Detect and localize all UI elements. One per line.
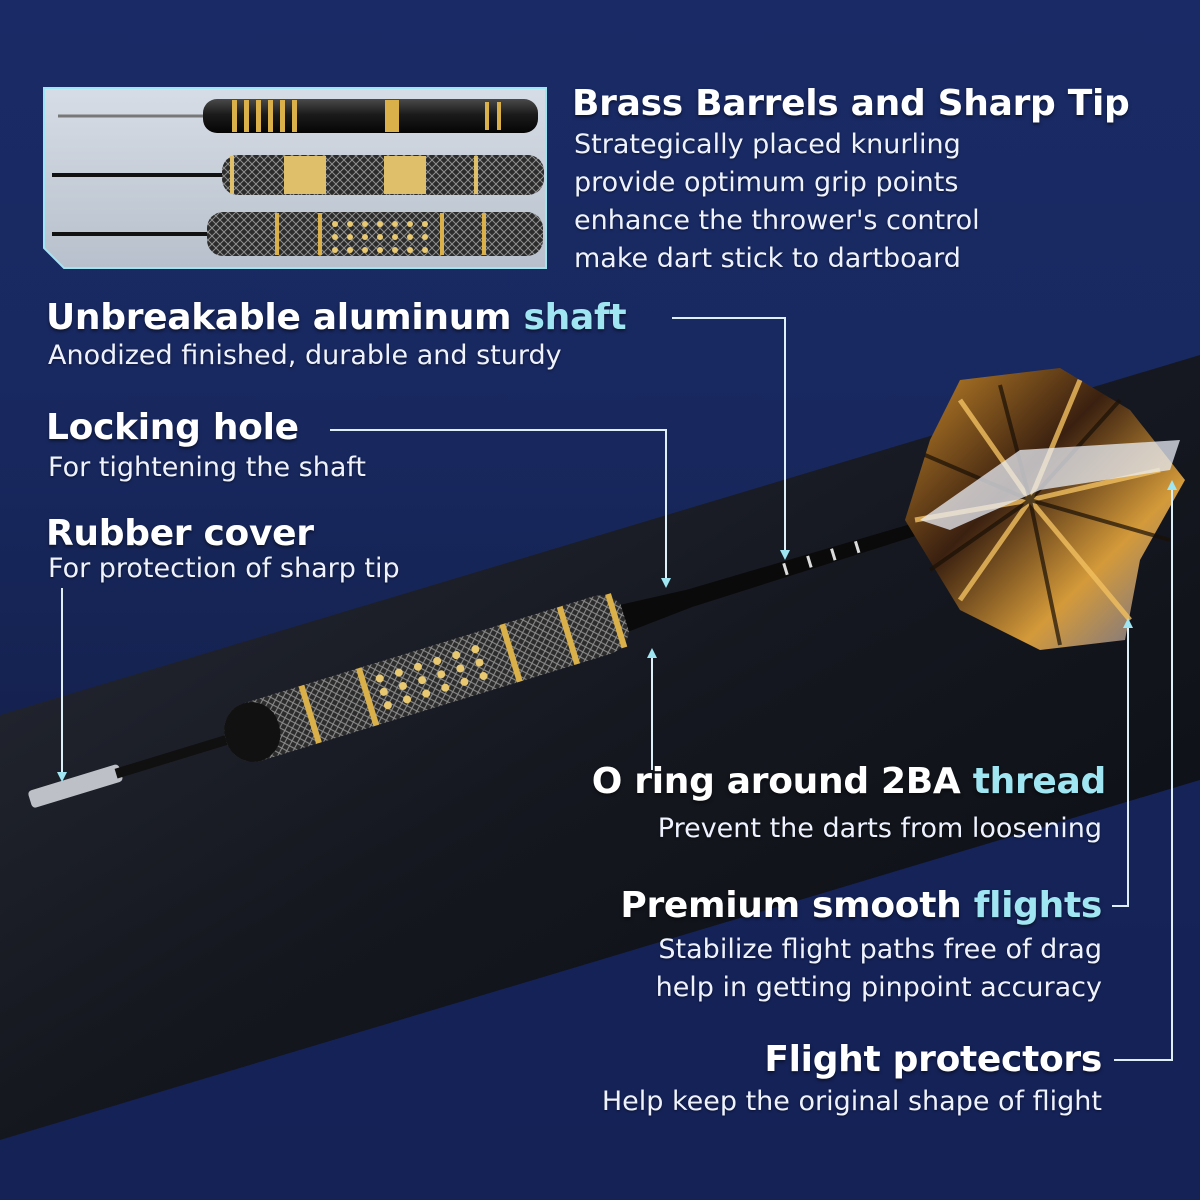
locking-desc: For tightening the shaft: [48, 452, 366, 483]
flights-title-main: Premium smooth: [620, 885, 974, 926]
shaft-title-main: Unbreakable aluminum: [46, 297, 524, 338]
main-dart: [28, 513, 950, 808]
brass-title-text: Brass Barrels and Sharp Tip: [572, 83, 1130, 124]
shaft-title-accent: shaft: [523, 297, 627, 338]
flights-line-2: help in getting pinpoint accuracy: [655, 972, 1102, 1003]
brass-line-3: enhance the thrower's control: [574, 205, 980, 236]
shaft-desc: Anodized finished, durable and sturdy: [48, 340, 562, 371]
leader-markers: [57, 480, 1177, 782]
oring-title-accent: thread: [972, 761, 1107, 802]
flights-title-accent: flights: [973, 885, 1103, 926]
brass-line-4: make dart stick to dartboard: [574, 243, 961, 274]
locking-title: Locking hole: [46, 407, 299, 448]
shaft-title: Unbreakable aluminum shaft: [46, 297, 627, 338]
rubber-title: Rubber cover: [46, 513, 314, 554]
oring-title: O ring around 2BA thread: [591, 761, 1107, 802]
oring-desc: Prevent the darts from loosening: [657, 813, 1102, 844]
brass-line-2: provide optimum grip points: [574, 167, 959, 198]
protectors-desc: Help keep the original shape of flight: [601, 1086, 1102, 1117]
protectors-title: Flight protectors: [764, 1039, 1102, 1080]
brass-line-1: Strategically placed knurling: [574, 129, 961, 160]
leader-lines: [61, 317, 1173, 1061]
rubber-desc: For protection of sharp tip: [48, 553, 400, 584]
dart-flight: [905, 368, 1185, 650]
brass-title: Brass Barrels and Sharp Tip: [572, 84, 1130, 124]
oring-title-main: O ring around 2BA: [591, 761, 973, 802]
flights-line-1: Stabilize flight paths free of drag: [658, 934, 1102, 965]
inset-dart-photo: [43, 87, 547, 269]
flights-title: Premium smooth flights: [620, 886, 1102, 926]
